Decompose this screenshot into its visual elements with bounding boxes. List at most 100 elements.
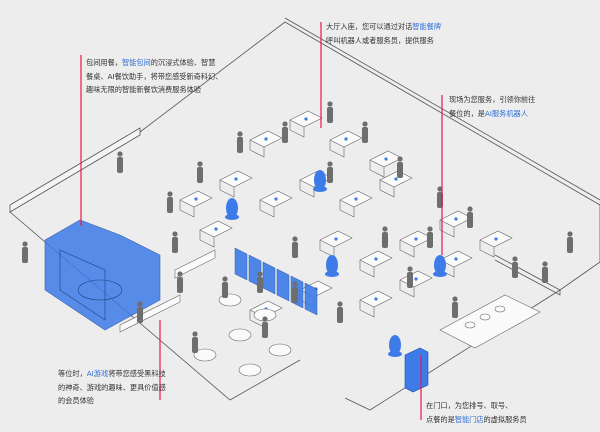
person-head: [172, 231, 178, 237]
person-head: [292, 281, 298, 287]
callout-line: 大厅入座，您可以通过对话智能餐牌: [326, 20, 441, 34]
highlight-term: 智能包间: [121, 58, 151, 67]
counter-item: [494, 305, 506, 313]
person-body: [197, 167, 203, 183]
callout-line: 点餐的是智能门店的虚拟服务员: [426, 413, 527, 427]
callout-line: 包间用餐，智能包间的沉浸式体验、智慧: [86, 56, 222, 70]
table-leg: [399, 280, 415, 298]
smart-menu-icon: [384, 157, 388, 161]
person-head: [177, 271, 183, 277]
person-body: [167, 197, 173, 213]
callout-text: 呼叫机器人或者服务员，提供服务: [326, 35, 434, 45]
blue-booth: [234, 247, 248, 281]
person-head: [567, 231, 573, 237]
smart-menu-icon: [414, 237, 418, 241]
person-head: [292, 236, 298, 242]
callout-line: 趣味无限的智能新餐饮消费服务体验: [86, 83, 222, 97]
callout-entrance-kiosk: 在门口，为您排号、取号、点餐的是智能门店的虚拟服务员: [426, 399, 527, 426]
smart-menu-icon: [354, 197, 358, 201]
callout-service-robot: 现场为您服务，引领你前往餐位的，是AI服务机器人: [449, 93, 535, 120]
table-leg: [379, 180, 395, 198]
person-head: [327, 161, 333, 167]
table-leg: [479, 240, 495, 258]
table-leg: [329, 140, 345, 158]
highlight-term: AI游戏: [86, 369, 109, 378]
callout-text: 将带您感受黑科技: [108, 369, 166, 378]
person-body: [327, 107, 333, 123]
people-figures: [22, 101, 573, 353]
callout-text: 等位时，: [58, 369, 87, 378]
person-head: [407, 266, 413, 272]
private-room: [44, 219, 161, 331]
person-head: [542, 261, 548, 267]
smart-menu-icon: [214, 227, 218, 231]
counter-item: [479, 313, 491, 321]
person-body: [282, 127, 288, 143]
person-body: [382, 232, 388, 248]
callout-waiting-games: 等位时，AI游戏将带您感受黑科技的神奇、游戏的趣味、更具价值感的会员体验: [58, 367, 166, 408]
person-head: [397, 156, 403, 162]
robot-base: [325, 271, 339, 277]
table-leg: [289, 120, 305, 138]
table-leg: [299, 180, 315, 198]
callout-line: 的神奇、游戏的趣味、更具价值感: [58, 381, 166, 395]
person-head: [382, 226, 388, 232]
highlight-term: AI服务机器人: [484, 108, 528, 118]
callout-text: 在门口，为您排号、取号、: [426, 401, 513, 410]
person-head: [512, 256, 518, 262]
person-head: [167, 191, 173, 197]
person-head: [467, 206, 473, 212]
smart-menu-icon: [374, 257, 378, 261]
smart-menu-icon: [454, 217, 458, 221]
service-robots: [225, 170, 447, 357]
person-body: [542, 267, 548, 283]
callout-private-room: 包间用餐，智能包间的沉浸式体验、智慧餐桌、AI餐饮助手，将带您感受新奇科幻、趣味…: [86, 56, 222, 97]
robot-icon: [326, 255, 338, 275]
callout-text: 包间用餐，: [86, 58, 122, 67]
person-body: [22, 247, 28, 263]
person-head: [192, 331, 198, 337]
callout-line: 在门口，为您排号、取号、: [426, 399, 527, 413]
person-body: [192, 337, 198, 353]
person-head: [452, 296, 458, 302]
callout-text: 的会员体验: [58, 396, 94, 405]
callout-line: 呼叫机器人或者服务员，提供服务: [326, 34, 441, 48]
callout-text: 的沉浸式体验、智慧: [150, 58, 216, 67]
table-leg: [319, 240, 335, 258]
callout-hall-seating: 大厅入座，您可以通过对话智能餐牌呼叫机器人或者服务员，提供服务: [326, 20, 441, 47]
callout-line: 等位时，AI游戏将带您感受黑科技: [58, 367, 166, 381]
robot-icon: [434, 255, 446, 275]
person-body: [467, 212, 473, 228]
table-leg: [259, 200, 275, 218]
round-table: [238, 363, 262, 377]
robot-base: [225, 214, 239, 220]
blue-booth: [304, 282, 318, 316]
callout-line: 餐位的，是AI服务机器人: [449, 107, 535, 121]
person-head: [237, 131, 243, 137]
person-head: [262, 316, 268, 322]
highlight-term: 智能餐牌: [412, 22, 442, 31]
smart-menu-icon: [414, 277, 418, 281]
person-head: [22, 241, 28, 247]
person-body: [237, 137, 243, 153]
smart-menu-icon: [274, 197, 278, 201]
robot-icon: [389, 335, 401, 355]
person-head: [337, 301, 343, 307]
callout-text: 点餐的是: [426, 414, 455, 424]
callout-line: 餐桌、AI餐饮助手，将带您感受新奇科幻、: [86, 70, 222, 84]
person-body: [172, 237, 178, 253]
furniture: [119, 110, 541, 377]
round-table: [193, 348, 217, 362]
table-leg: [219, 180, 235, 198]
person-head: [197, 161, 203, 167]
person-body: [427, 232, 433, 248]
person-head: [282, 121, 288, 127]
robot-base: [433, 271, 447, 277]
person-body: [452, 302, 458, 318]
callout-text: 趣味无限的智能新餐饮消费服务体验: [86, 85, 202, 94]
table-leg: [249, 140, 265, 158]
person-body: [327, 167, 333, 183]
table-leg: [359, 300, 375, 318]
person-body: [337, 307, 343, 323]
